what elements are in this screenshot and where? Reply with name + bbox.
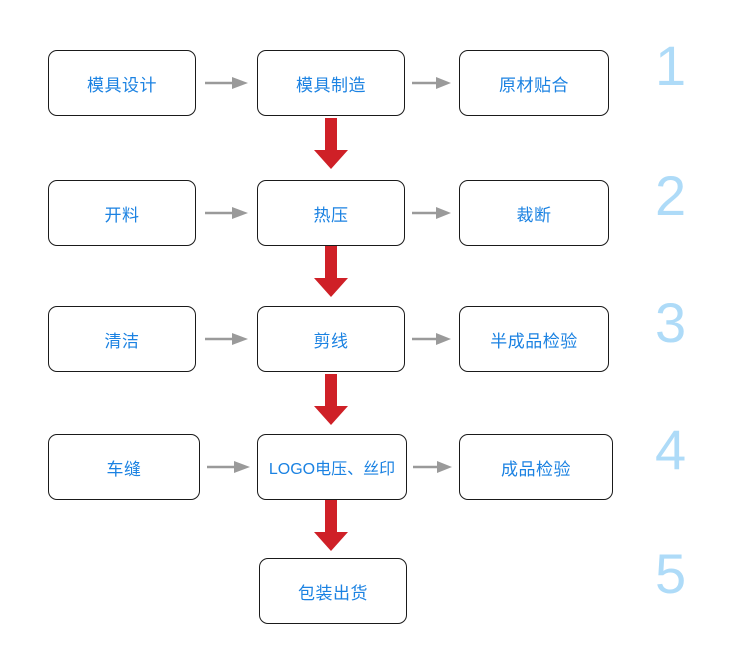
flow-node-mold-design[interactable]: 模具设计: [48, 50, 196, 116]
arrow-right-icon: [405, 180, 459, 246]
arrow-down-icon: [311, 118, 351, 170]
arrow-right-icon: [196, 180, 257, 246]
flow-node-cutting-material[interactable]: 开料: [48, 180, 196, 246]
flow-node-packing-shipment[interactable]: 包装出货: [259, 558, 407, 624]
flow-node-logo-emboss-print[interactable]: LOGO电压、丝印: [257, 434, 407, 500]
stage-number-5: 5: [655, 542, 687, 605]
stage-number-1: 1: [655, 34, 687, 97]
arrow-right-icon: [200, 434, 257, 500]
flow-node-sewing[interactable]: 车缝: [48, 434, 200, 500]
flow-node-thread-trimming[interactable]: 剪线: [257, 306, 405, 372]
flow-node-hot-press[interactable]: 热压: [257, 180, 405, 246]
flow-node-semi-finished-inspection[interactable]: 半成品检验: [459, 306, 609, 372]
arrow-right-icon: [196, 306, 257, 372]
flow-row-5: 包装出货: [0, 558, 746, 624]
flow-row-2: 开料 热压 裁断: [0, 180, 746, 246]
arrow-down-icon: [311, 374, 351, 426]
flow-node-trim[interactable]: 裁断: [459, 180, 609, 246]
flow-node-cleaning[interactable]: 清洁: [48, 306, 196, 372]
arrow-right-icon: [405, 50, 459, 116]
arrow-right-icon: [196, 50, 257, 116]
arrow-right-icon: [405, 306, 459, 372]
stage-number-2: 2: [655, 164, 687, 227]
flow-node-mold-manufacture[interactable]: 模具制造: [257, 50, 405, 116]
stage-number-4: 4: [655, 418, 687, 481]
flow-node-raw-material-lamination[interactable]: 原材贴合: [459, 50, 609, 116]
flow-row-3: 清洁 剪线 半成品检验: [0, 306, 746, 372]
stage-number-3: 3: [655, 291, 687, 354]
arrow-right-icon: [407, 434, 459, 500]
arrow-down-icon: [311, 500, 351, 552]
flow-row-1: 模具设计 模具制造 原材贴合: [0, 50, 746, 116]
flow-node-finished-inspection[interactable]: 成品检验: [459, 434, 613, 500]
arrow-down-icon: [311, 246, 351, 298]
flow-row-4: 车缝 LOGO电压、丝印 成品检验: [0, 434, 746, 500]
